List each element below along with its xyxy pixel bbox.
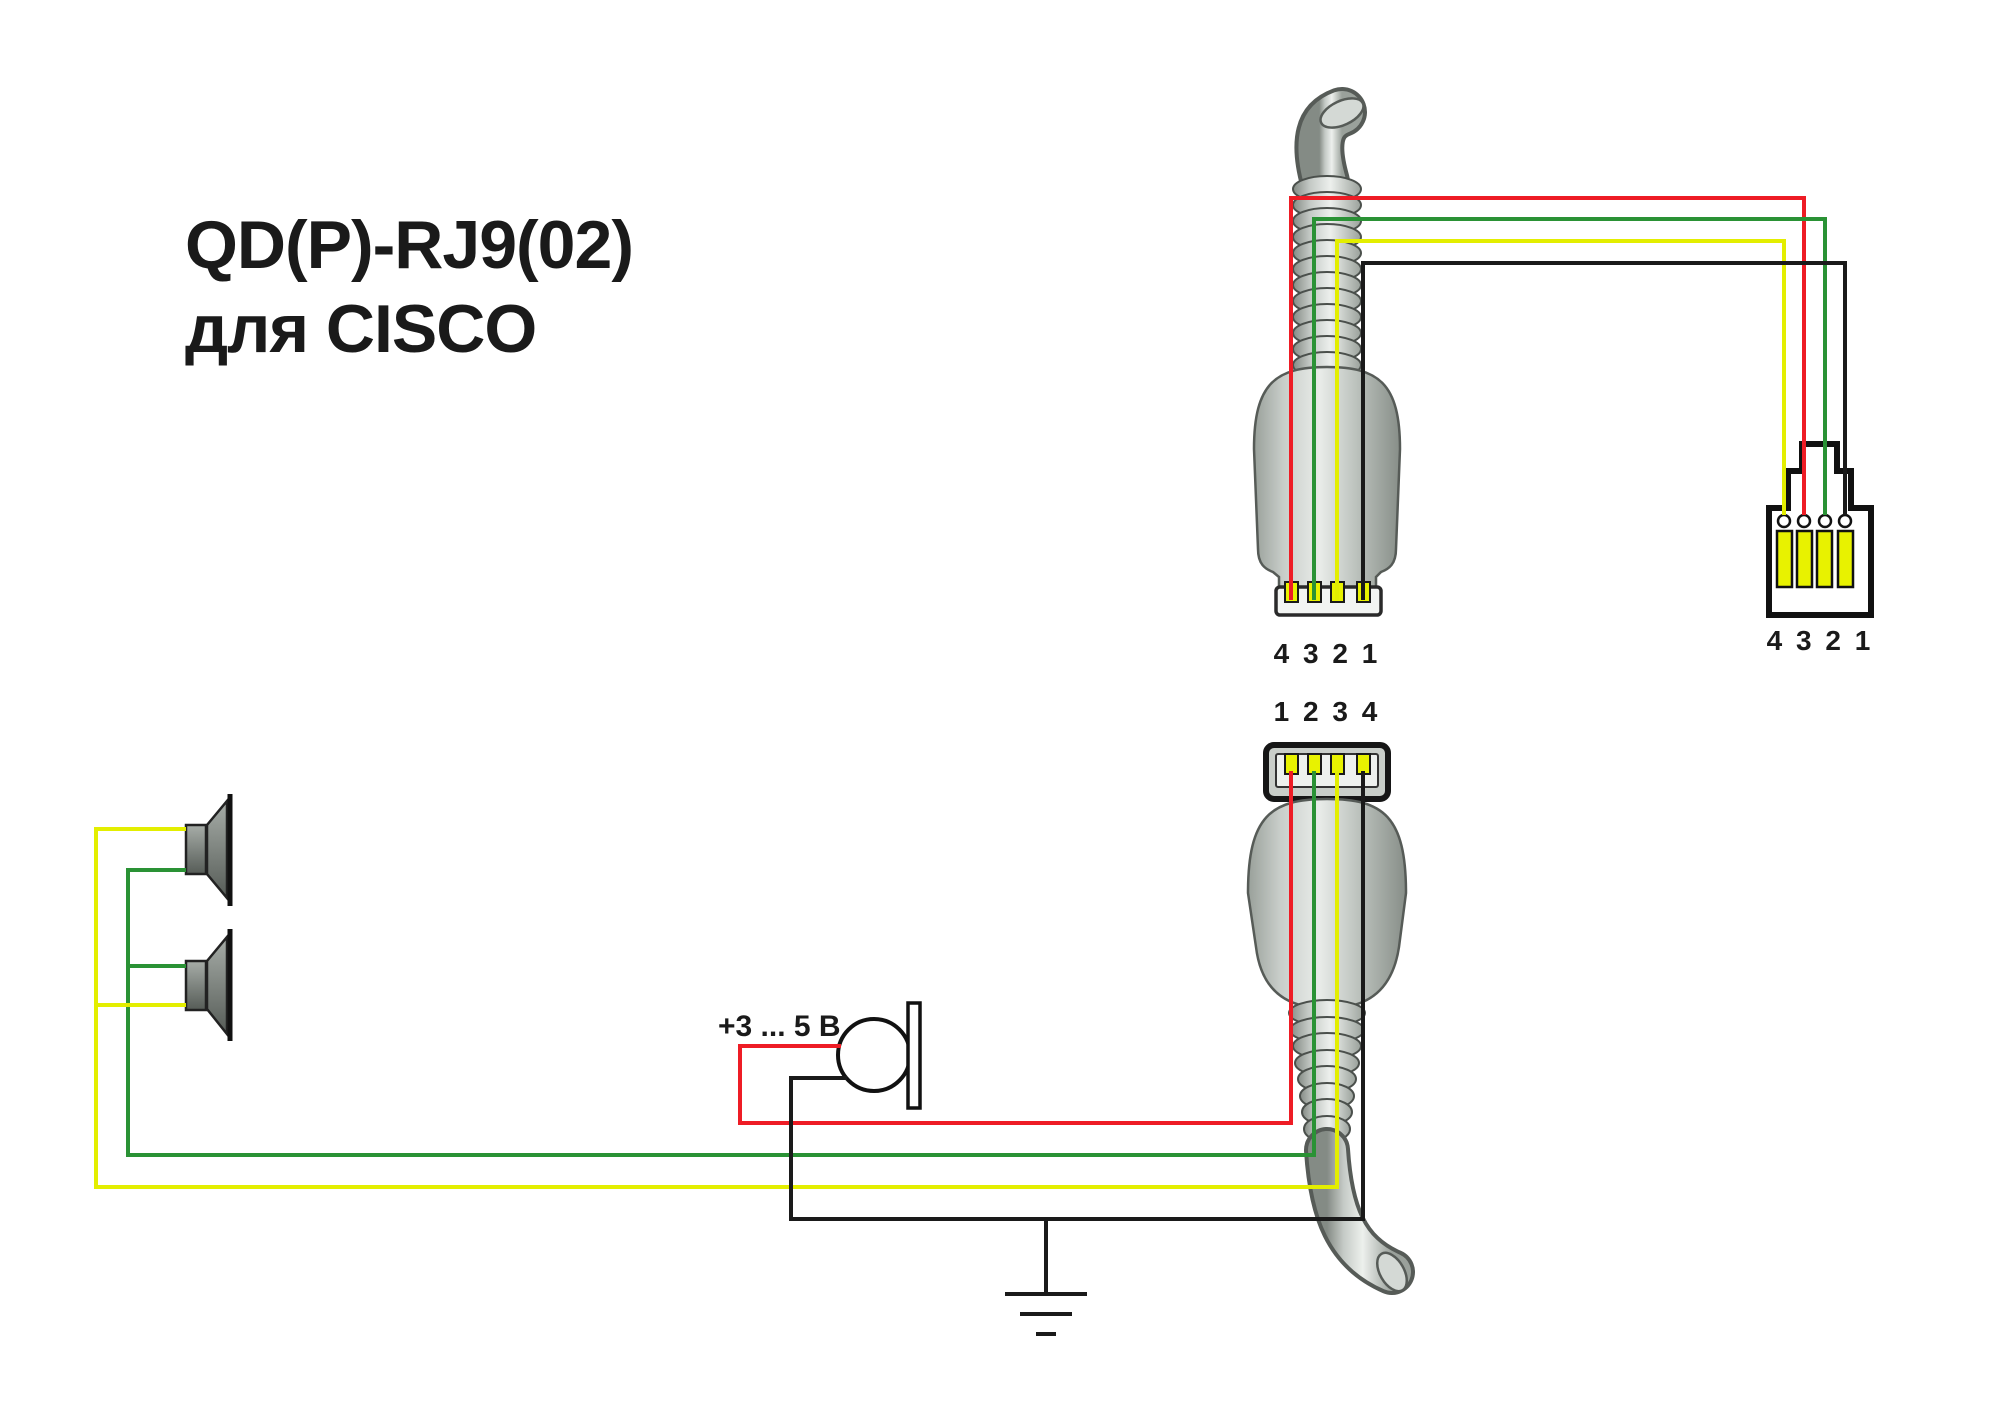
cable-end-cap-top — [1319, 97, 1365, 129]
wire-green-top — [1312, 217, 1827, 600]
speaker-coil — [184, 959, 208, 1012]
speaker-coil — [184, 823, 208, 876]
cable-end-cap-bottom — [1375, 1251, 1409, 1293]
rj9-pin-hole-4 — [1776, 513, 1792, 529]
rj9-contact-2 — [1815, 529, 1834, 589]
speaker-top — [184, 794, 233, 906]
rj9-pin-labels: 4 3 2 1 — [1767, 625, 1874, 656]
wire-black-top — [1361, 261, 1847, 600]
title-block: QD(P)-RJ9(02) для CISCO — [185, 207, 634, 367]
rj9-pin-hole-3 — [1796, 513, 1812, 529]
speaker-cone — [205, 797, 229, 902]
wire-black-bottom — [789, 771, 1365, 1221]
mic-element-bar — [906, 1001, 922, 1110]
rj9-contact-3 — [1795, 529, 1814, 589]
qd-bottom-body — [1246, 797, 1408, 1008]
qd-top-pin-labels: 4 3 2 1 — [1274, 638, 1381, 669]
cable-ribs-top — [1292, 175, 1362, 379]
rj9-pin-hole-2 — [1817, 513, 1833, 529]
wire-yellow-top — [1335, 239, 1786, 600]
qd-top-face — [1274, 585, 1383, 617]
qd-bottom-face-inner — [1275, 753, 1379, 788]
mic-voltage-label: +3 ... 5 В — [718, 1010, 841, 1043]
speaker-cone — [205, 933, 229, 1038]
wires-top — [1289, 196, 1847, 600]
ground-symbol — [1005, 1219, 1087, 1336]
wire-yellow-bottom — [94, 771, 1339, 1189]
qd-top-body — [1252, 365, 1402, 592]
title-line-2: для CISCO — [185, 291, 536, 367]
qd-bottom-pin-labels: 1 2 3 4 — [1274, 696, 1381, 727]
wires-bottom — [94, 771, 1365, 1336]
wire-red-bottom — [738, 771, 1293, 1125]
speaker-bottom — [184, 929, 233, 1041]
title-line-1: QD(P)-RJ9(02) — [185, 207, 633, 283]
wire-green-bottom — [126, 771, 1316, 1157]
mic-body-circle — [836, 1017, 912, 1093]
microphone: +3 ... 5 В — [718, 1001, 922, 1110]
wire-red-top — [1289, 196, 1806, 600]
rj9-contact-4 — [1775, 529, 1794, 589]
qd-plug-bottom: 1 2 3 4 — [1246, 696, 1415, 1295]
rj9-contact-1 — [1836, 529, 1855, 589]
rj9-pin-hole-1 — [1837, 513, 1853, 529]
